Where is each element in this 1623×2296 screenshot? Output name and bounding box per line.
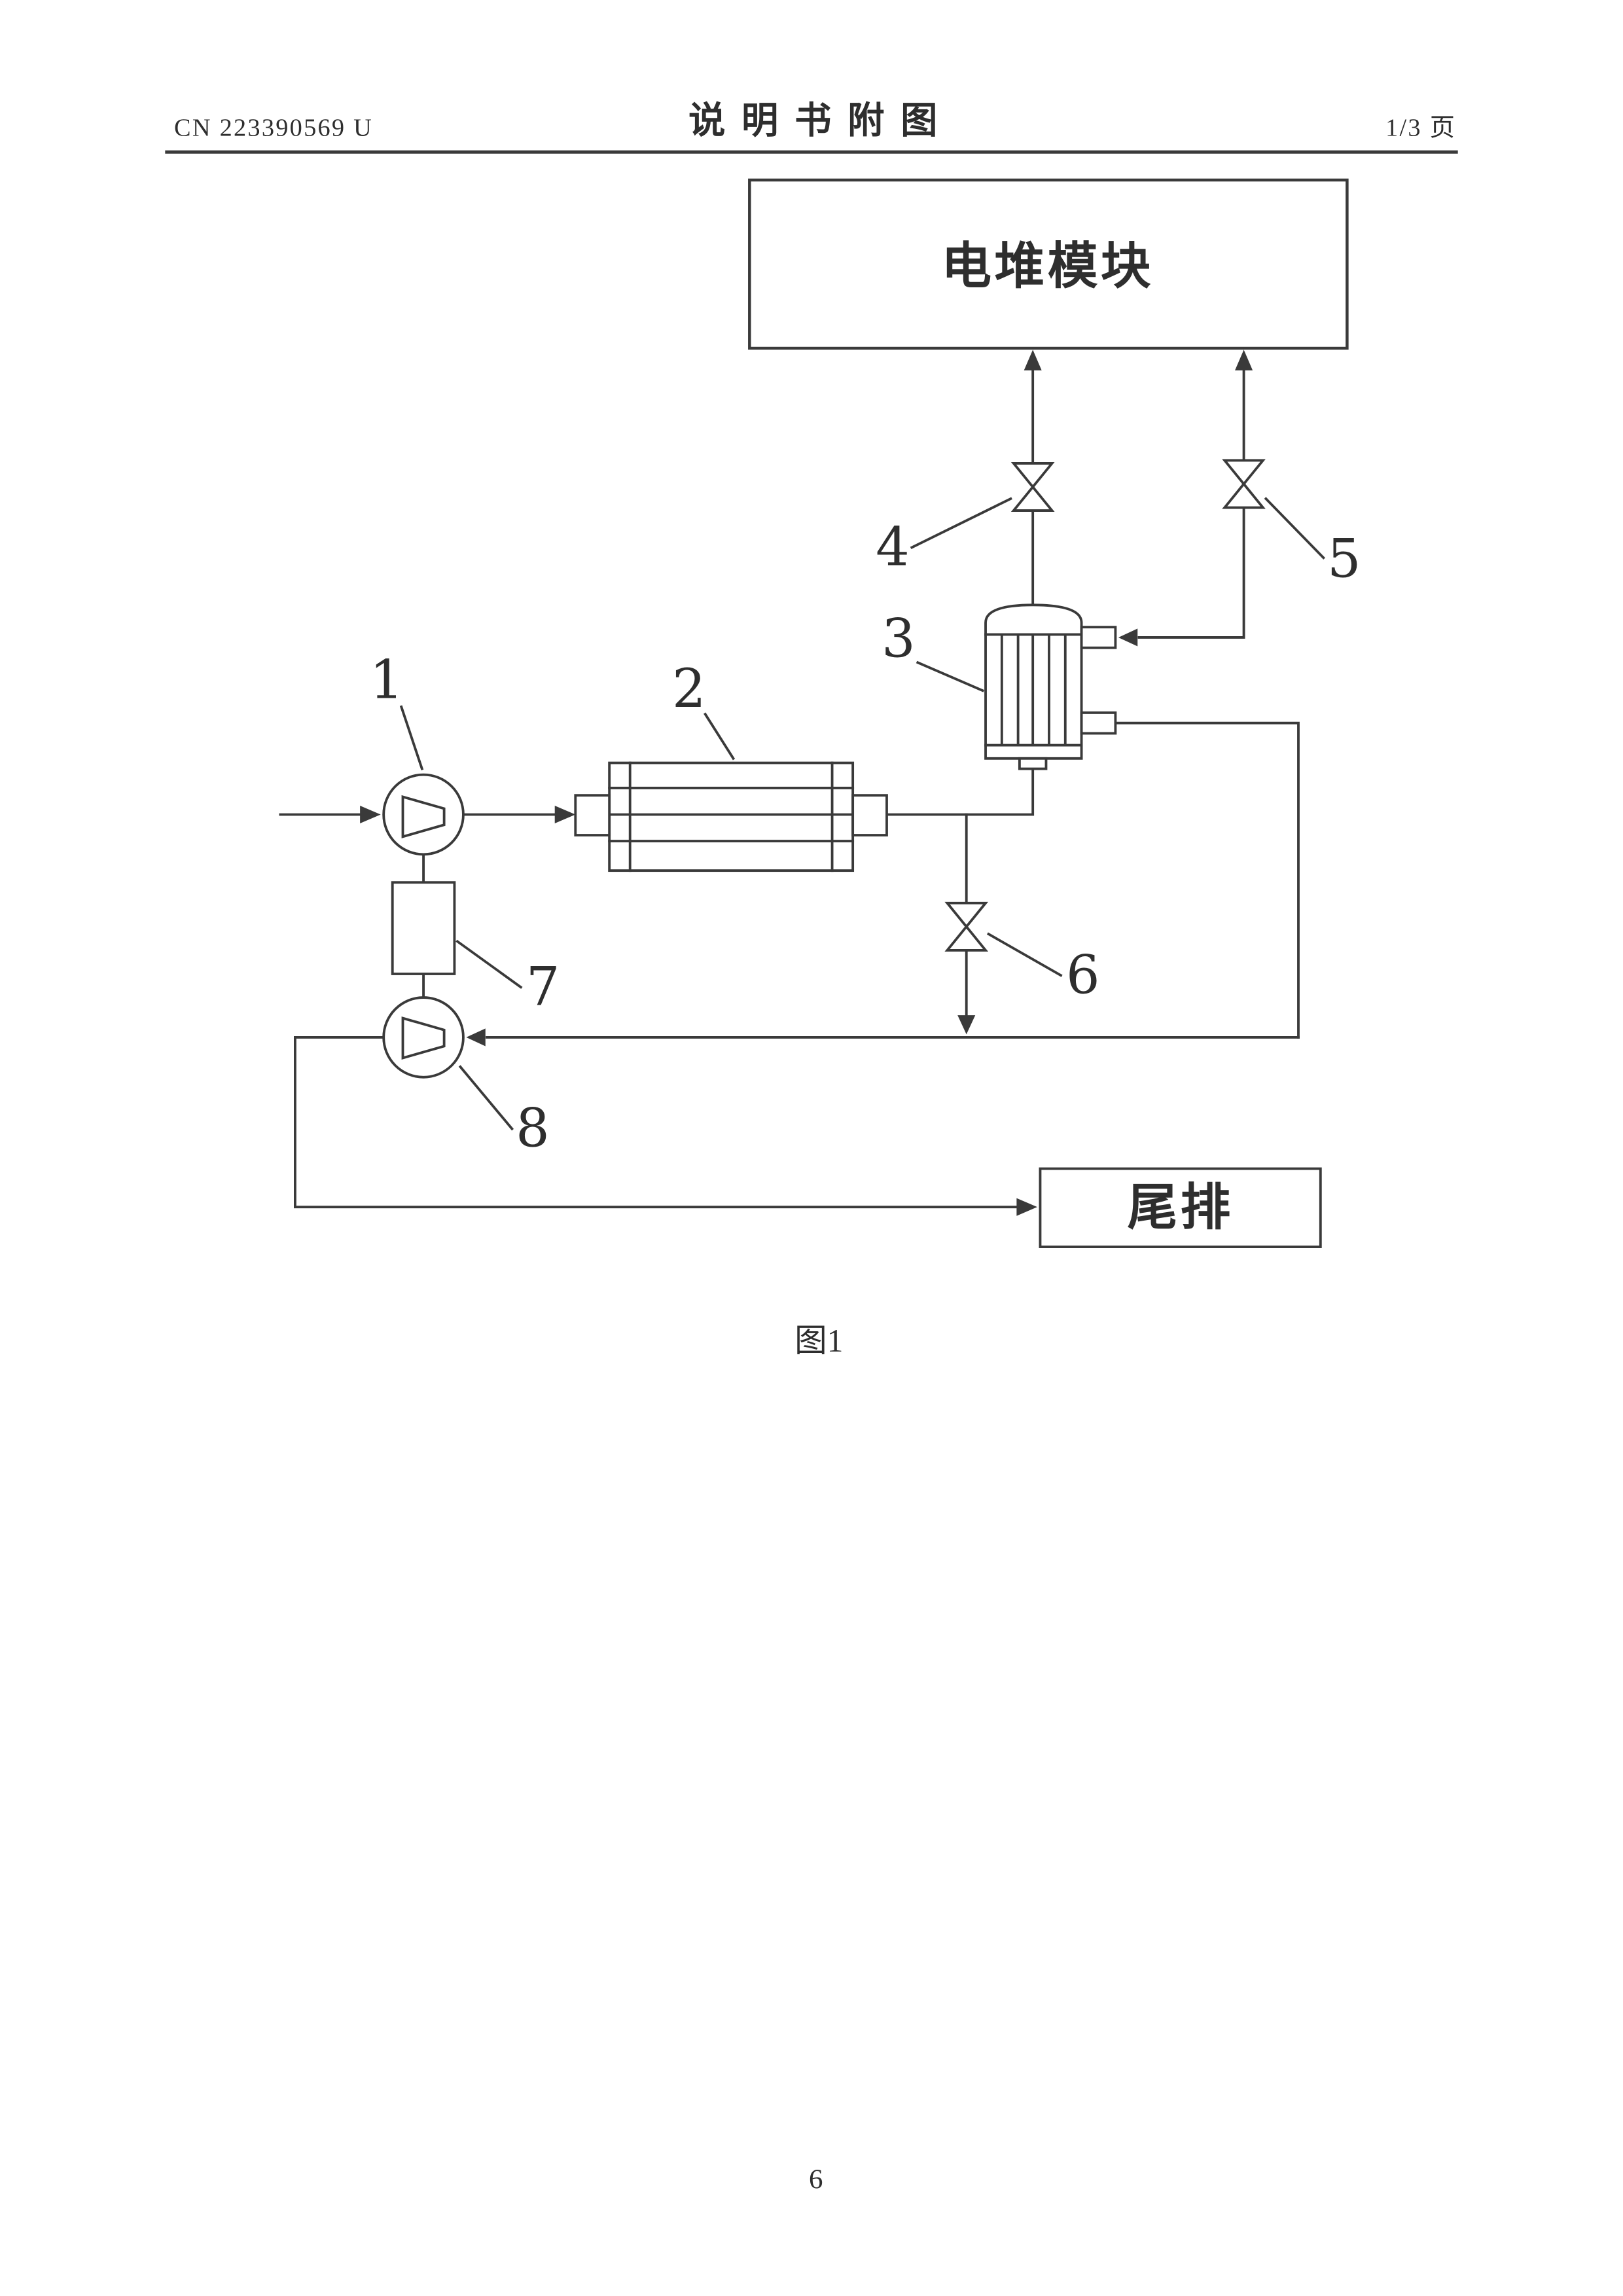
- page-indicator: 1/3 页: [1385, 114, 1456, 141]
- intercooler-right-port: [851, 794, 888, 836]
- pipe-turbine-to-tail: [294, 1035, 1018, 1209]
- turbine-circle: [382, 996, 465, 1079]
- compressor-circle: [382, 773, 465, 856]
- ref-label-8: 8: [516, 1098, 550, 1160]
- motor-7-box: [391, 881, 456, 975]
- intercooler-left-port: [574, 794, 611, 836]
- arrow-into-intercooler-icon: [554, 805, 576, 824]
- page-number: 6: [809, 2164, 823, 2195]
- tail-exhaust-outline: [1039, 1167, 1322, 1248]
- humidifier-lower-port: [1080, 711, 1117, 735]
- humidifier-upper-port: [1080, 626, 1117, 649]
- pipe-valve5-to-humidifier-port: [1137, 506, 1245, 639]
- intercooler-2: [574, 761, 888, 872]
- valve-6-upper-triangle: [944, 901, 989, 929]
- arrow-into-stack-right-icon: [1235, 350, 1253, 370]
- pipe-humidifier-exhaust: [1114, 721, 1300, 1039]
- doc-title: 说 明 书 附 图: [688, 99, 940, 141]
- humidifier-bottom-nozzle: [1018, 757, 1048, 770]
- arrow-inlet-icon: [360, 805, 381, 824]
- compressor-1-symbol: [382, 773, 465, 856]
- ref-label-1: 1: [370, 649, 404, 711]
- motor-outline: [391, 881, 456, 975]
- ref-label-7: 7: [526, 956, 560, 1018]
- leader-line-1: [399, 705, 424, 771]
- tail-exhaust-box: 尾排: [1039, 1167, 1322, 1248]
- arrow-into-humidifier-port-icon: [1118, 628, 1138, 647]
- patent-number: CN 223390569 U: [174, 114, 373, 141]
- valve-6-lower-triangle: [944, 924, 989, 952]
- leader-line-2: [704, 712, 736, 761]
- valve-5-lower-triangle: [1222, 482, 1266, 509]
- ref-label-6: 6: [1066, 944, 1100, 1006]
- arrow-valve6-down-icon: [957, 1015, 976, 1035]
- tail-exhaust-label: 尾排: [1127, 1180, 1233, 1236]
- leader-line-6: [986, 932, 1063, 977]
- valve-4-upper-triangle: [1010, 461, 1055, 490]
- ref-label-5: 5: [1327, 529, 1361, 590]
- arrow-into-turbine-icon: [466, 1028, 486, 1047]
- ref-label-4: 4: [876, 516, 910, 578]
- humidifier-3: [984, 603, 1117, 770]
- valve-4-icon: [1010, 461, 1055, 512]
- pipe-intercooler-to-humidifier: [883, 761, 1035, 816]
- stack-module-box: 电堆模块: [748, 178, 1349, 350]
- figure-1-diagram: 电堆模块: [279, 178, 1361, 1359]
- stack-module-label: 电堆模块: [941, 239, 1154, 295]
- page-header: CN 223390569 U 说 明 书 附 图 1/3 页: [165, 99, 1458, 154]
- arrow-into-tail-icon: [1016, 1198, 1037, 1216]
- turbine-rotor-icon: [401, 1016, 446, 1060]
- compressor-rotor-icon: [401, 795, 446, 838]
- valve-4-lower-triangle: [1010, 484, 1055, 512]
- valve-5-upper-triangle: [1222, 459, 1266, 486]
- leader-line-4: [910, 497, 1012, 549]
- valve-6-icon: [944, 901, 989, 952]
- leader-line-5: [1264, 497, 1326, 560]
- pipes: [279, 350, 1300, 1216]
- leader-line-8: [458, 1065, 514, 1131]
- intercooler-body: [608, 761, 855, 872]
- stack-module-outline: [748, 178, 1349, 350]
- ref-label-2: 2: [672, 658, 706, 720]
- figure-caption: 图1: [794, 1323, 843, 1359]
- ref-label-3: 3: [882, 608, 916, 670]
- turbine-8-symbol: [382, 996, 465, 1079]
- reference-labels: 1 2 3 4 5 6 7 8: [370, 497, 1361, 1160]
- arrow-into-stack-left-icon: [1024, 350, 1042, 370]
- leader-line-3: [916, 660, 985, 692]
- valve-5-icon: [1222, 459, 1266, 509]
- leader-line-7: [455, 939, 523, 989]
